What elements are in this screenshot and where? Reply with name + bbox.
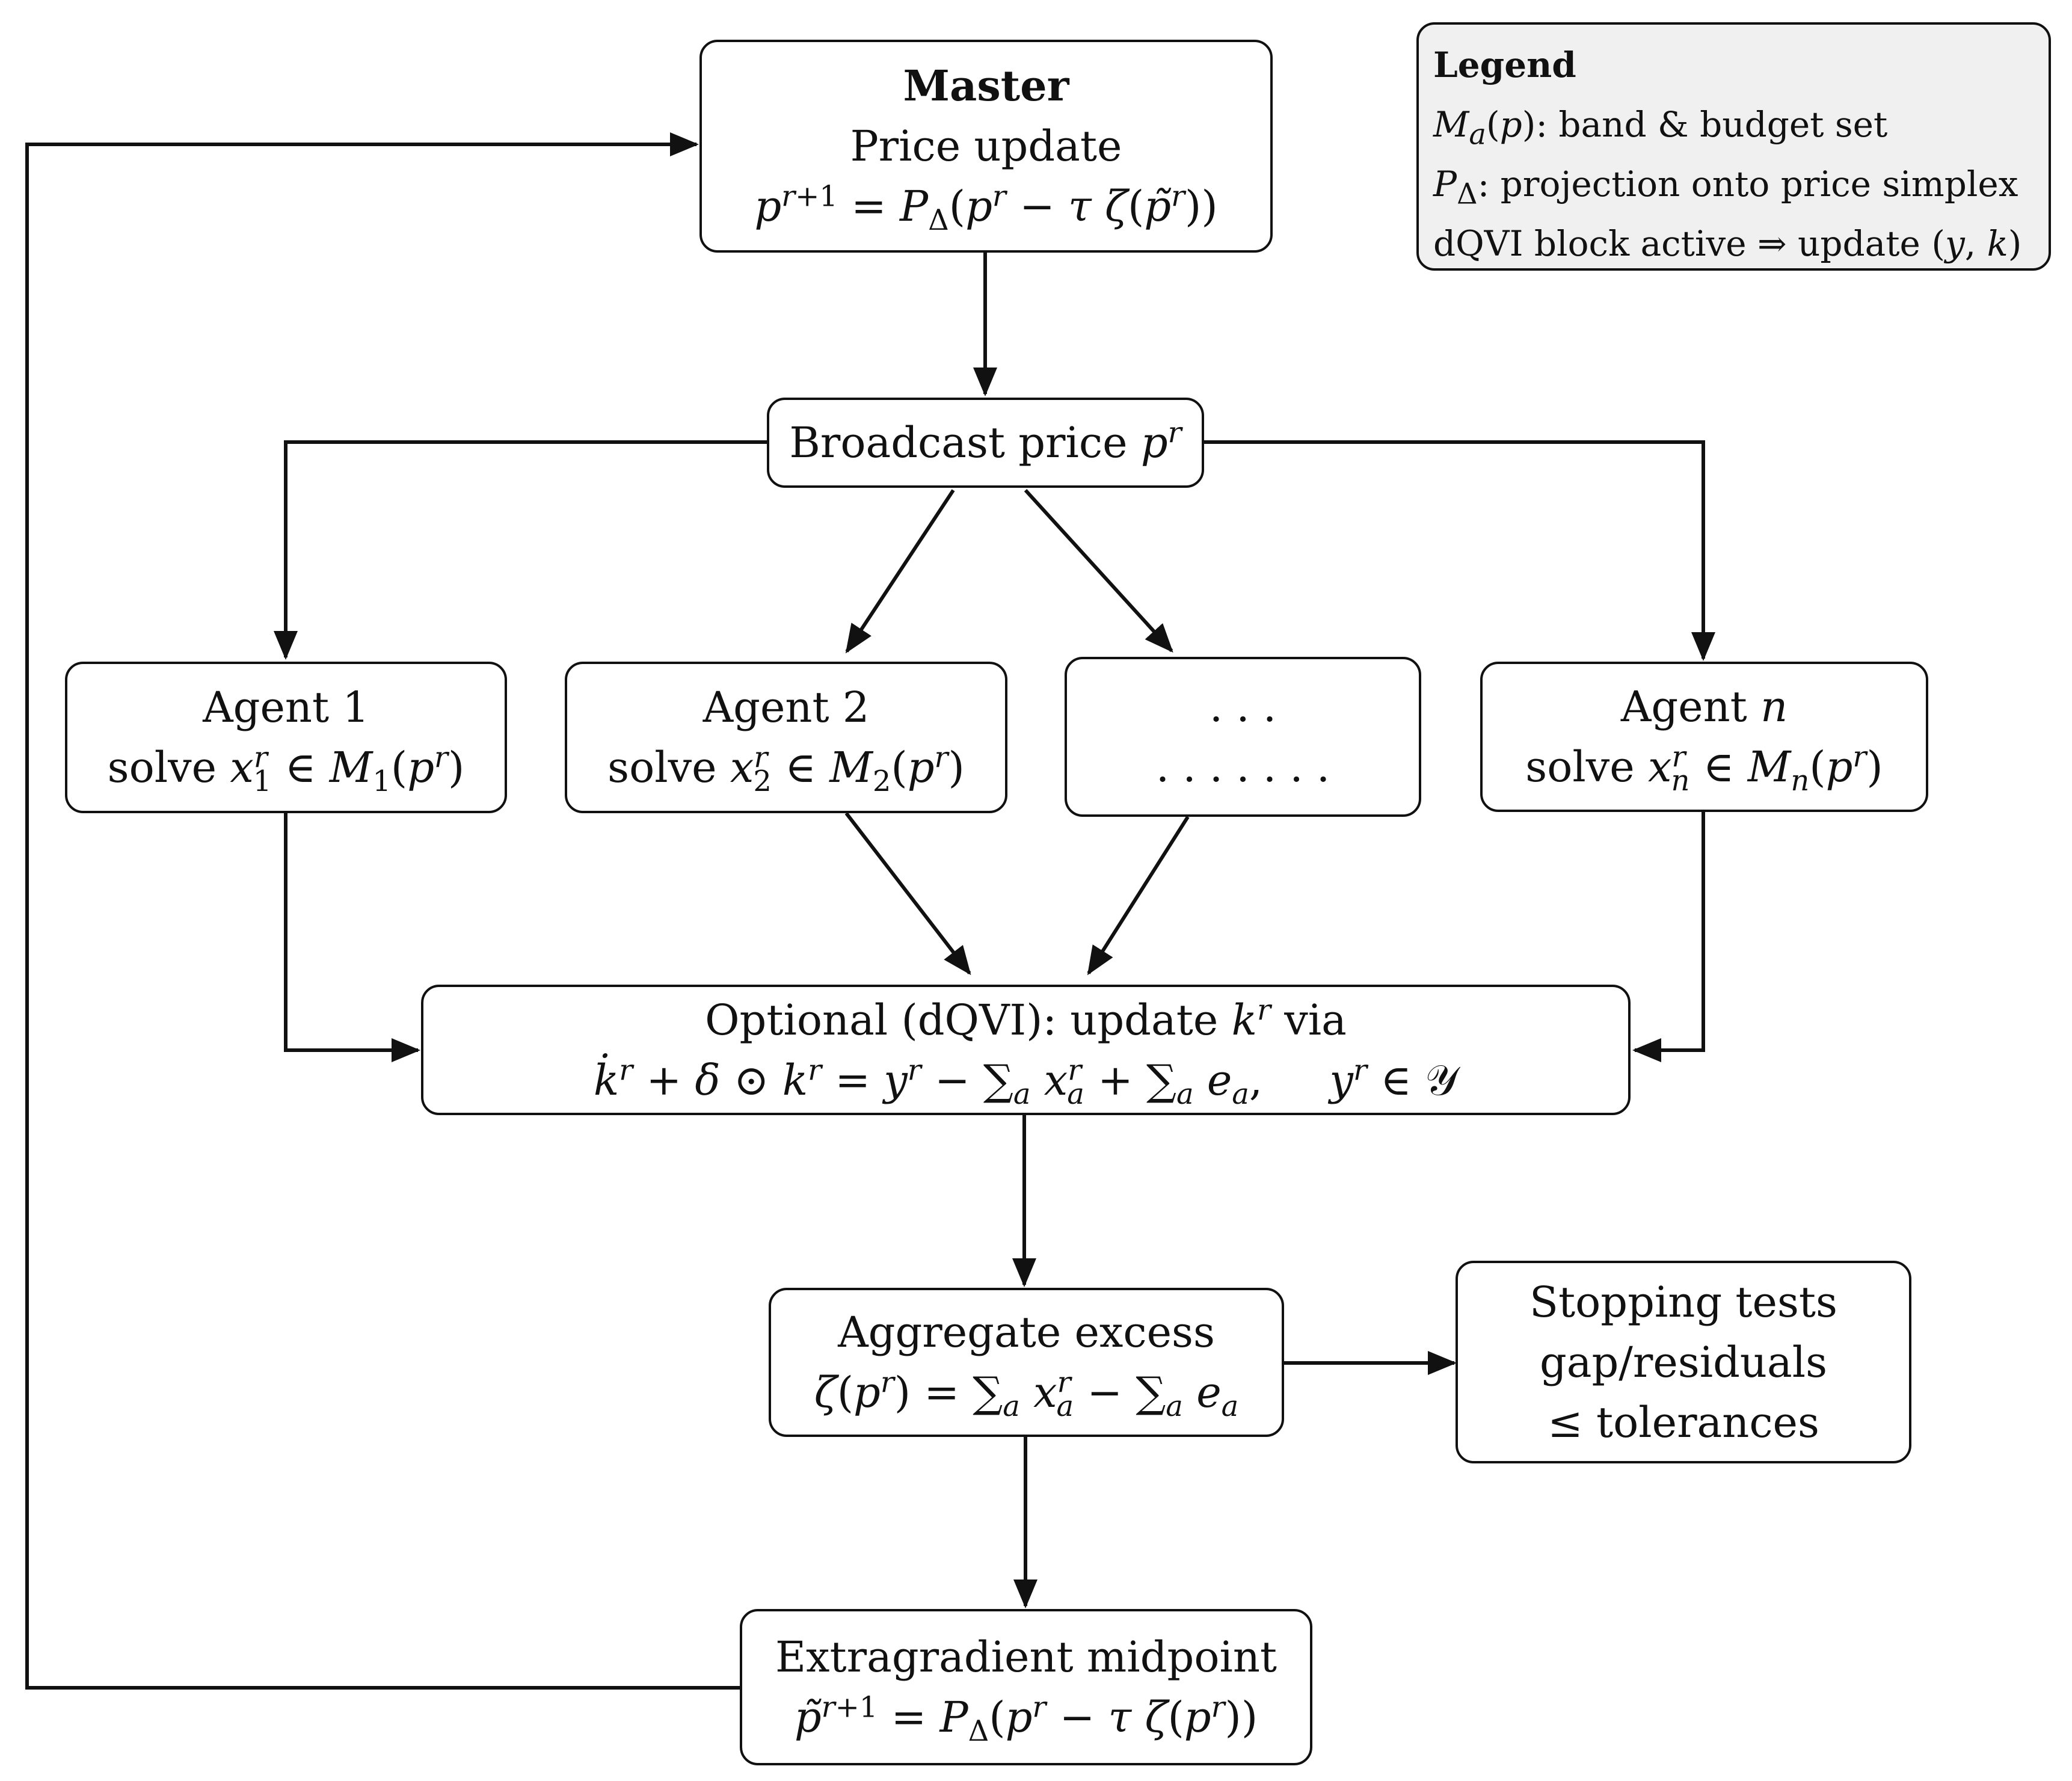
legend-item3-symbol: (y, k)	[1931, 223, 2022, 264]
ellipsis-line-1: . . .	[1209, 682, 1277, 731]
agentn-text: solve	[1525, 742, 1635, 792]
master-node: Master Price update pr+1 = PΔ(pr − τ ζ(p…	[699, 40, 1273, 253]
agentn-title-var: n	[1760, 682, 1788, 731]
arrow-extragradient-to-master	[25, 132, 740, 1690]
broadcast-label: Broadcast price	[789, 418, 1128, 467]
agentn-title-line: Agent n	[1621, 677, 1788, 737]
ellipsis-node: . . . . . . . . . .	[1065, 657, 1421, 817]
master-subtitle: Price update	[850, 122, 1122, 171]
arrow-agent2-to-dqvi	[844, 812, 971, 976]
arrow-broadcast-to-ellipsis	[1024, 488, 1173, 653]
dqvi-formula: k̇r + δ ⊙ kr = yr − ∑a xra + ∑a ea, yr ∈…	[593, 1053, 1459, 1111]
agent1-formula: xr1 ∈ M1(pr)	[230, 740, 465, 798]
arrow-broadcast-to-agent2	[845, 489, 955, 654]
agent1-node: Agent 1 solve xr1 ∈ M1(pr)	[65, 662, 507, 813]
legend-item-band-budget: Ma(p): band & budget set	[1433, 95, 2034, 155]
legend-box: Legend Ma(p): band & budget set PΔ: proj…	[1416, 22, 2051, 271]
legend-title: Legend	[1433, 45, 1576, 85]
agent1-text: solve	[107, 743, 217, 792]
stopping-line-1: Stopping tests	[1529, 1277, 1837, 1327]
stopping-node: Stopping tests gap/residuals ≤ tolerance…	[1456, 1261, 1911, 1463]
arrow-ellipsis-to-dqvi	[1087, 816, 1190, 976]
agentn-formula: xrn ∈ Mn(pr)	[1648, 740, 1883, 798]
legend-item-dqvi: dQVI block active ⇒ update (y, k)	[1433, 214, 2034, 274]
dqvi-line-1: Optional (dQVI): update kr via	[705, 990, 1347, 1050]
arrow-agent1-to-dqvi	[284, 813, 420, 1062]
agent2-formula: xr2 ∈ M2(pr)	[730, 740, 965, 798]
stopping-line-3: ≤ tolerances	[1548, 1397, 1819, 1447]
agentn-node: Agent n solve xrn ∈ Mn(pr)	[1480, 662, 1928, 812]
aggregate-title: Aggregate excess	[838, 1308, 1215, 1357]
agent2-node: Agent 2 solve xr2 ∈ M2(pr)	[565, 662, 1007, 813]
arrow-agentn-to-dqvi	[1632, 812, 1705, 1062]
agentn-title: Agent	[1620, 682, 1747, 731]
broadcast-formula: pr	[1140, 416, 1182, 467]
master-title: Master	[903, 61, 1069, 111]
arrow-broadcast-to-agentn	[1204, 440, 1715, 661]
agent2-text: solve	[607, 743, 717, 792]
agent1-solve-line: solve xr1 ∈ M1(pr)	[108, 737, 465, 798]
aggregate-formula: ζ(pr) = ∑a xra − ∑a ea	[814, 1365, 1239, 1423]
agent2-solve-line: solve xr2 ∈ M2(pr)	[607, 737, 965, 798]
dqvi-var: kr	[1231, 993, 1271, 1045]
broadcast-label-line: Broadcast price pr	[789, 413, 1181, 473]
master-formula: pr+1 = PΔ(pr − τ ζ(p̃r))	[754, 179, 1218, 237]
ellipsis-line-2: . . . . . . .	[1155, 742, 1330, 792]
arrow-broadcast-to-agent1	[274, 440, 767, 660]
dqvi-node: Optional (dQVI): update kr via k̇r + δ ⊙…	[421, 985, 1631, 1115]
agentn-solve-line: solve xrn ∈ Mn(pr)	[1525, 737, 1883, 797]
aggregate-node: Aggregate excess ζ(pr) = ∑a xra − ∑a ea	[769, 1288, 1284, 1437]
agent1-title: Agent 1	[203, 683, 369, 732]
agent2-title: Agent 2	[702, 683, 870, 732]
dqvi-text-end: via	[1284, 995, 1347, 1045]
extragradient-formula: p̃r+1 = PΔ(pr − τ ζ(pr))	[794, 1690, 1258, 1748]
legend-item2-symbol: PΔ	[1433, 164, 1478, 211]
legend-item3-text: dQVI block active ⇒ update	[1433, 223, 1920, 264]
extragradient-title: Extragradient midpoint	[775, 1632, 1277, 1682]
extragradient-node: Extragradient midpoint p̃r+1 = PΔ(pr − τ…	[740, 1609, 1312, 1765]
stopping-line-2: gap/residuals	[1539, 1337, 1828, 1387]
legend-item1-symbol: Ma(p)	[1433, 104, 1536, 152]
legend-item-projection: PΔ: projection onto price simplex	[1433, 155, 2034, 214]
broadcast-node: Broadcast price pr	[767, 398, 1204, 488]
legend-item1-text: : band & budget set	[1536, 104, 1888, 145]
dqvi-text: Optional (dQVI): update	[705, 995, 1219, 1045]
legend-item2-text: : projection onto price simplex	[1477, 164, 2018, 205]
